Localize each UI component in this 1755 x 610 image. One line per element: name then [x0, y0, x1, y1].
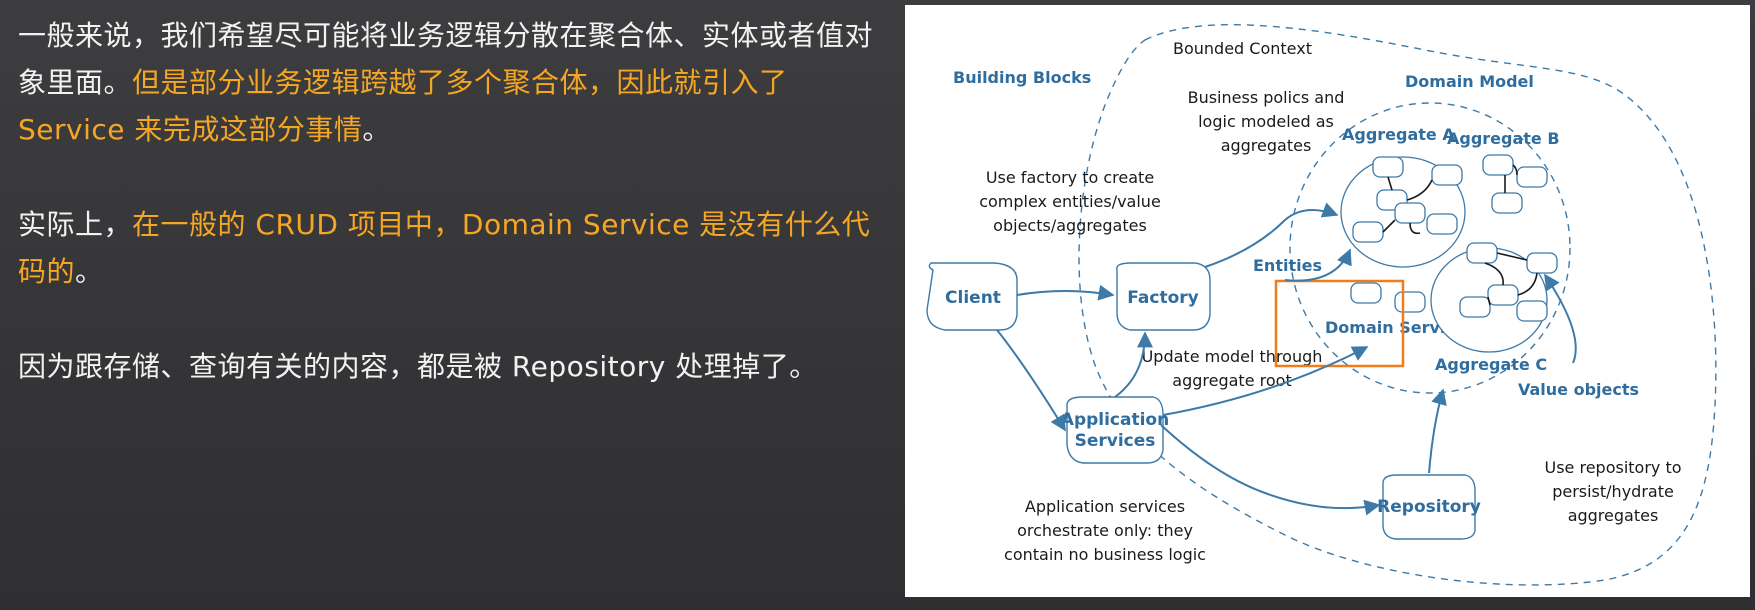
use-repository-line-3: aggregates [1568, 506, 1659, 525]
factory-node: Factory [1116, 262, 1211, 331]
business-policies-line-2: logic modeled as [1198, 112, 1334, 131]
edge-appservices-repository [1160, 424, 1381, 516]
app-services-note-line-3: contain no business logic [1004, 545, 1206, 564]
aggregate-b-cluster [1482, 154, 1548, 214]
bounded-context-label: Bounded Context [1173, 39, 1312, 58]
use-factory-line-3: objects/aggregates [993, 216, 1147, 235]
domain-service-box-2 [1394, 291, 1426, 313]
edge-entities-aggregate-a [1284, 248, 1352, 282]
edge-appservices-domain [1162, 346, 1369, 416]
value-objects-label: Value objects [1518, 380, 1639, 399]
diagram-canvas: Bounded Context Building Blocks Domain M… [926, 24, 1717, 586]
domain-services-highlight-box [1274, 279, 1405, 368]
paragraph-2-plain: 实际上， [18, 208, 133, 241]
paragraph-2-end: 。 [75, 255, 104, 288]
bounded-context-outline [1078, 24, 1717, 586]
repository-node: Repository [1377, 474, 1481, 540]
repository-label: Repository [1377, 497, 1481, 517]
aggregate-b-label: Aggregate B [1447, 129, 1560, 148]
ddd-diagram: Bounded Context Building Blocks Domain M… [905, 5, 1750, 597]
aggregate-c-label: Aggregate C [1435, 355, 1547, 374]
domain-service-box-1 [1350, 282, 1382, 304]
use-factory-line-1: Use factory to create [986, 168, 1154, 187]
edge-client-factory [1016, 284, 1115, 301]
use-repository-line-1: Use repository to [1544, 458, 1681, 477]
domain-model-label: Domain Model [1405, 72, 1534, 91]
business-policies-line-3: aggregates [1221, 136, 1312, 155]
paragraph-3: 因为跟存储、查询有关的内容，都是被 Repository 处理掉了。 [18, 350, 818, 383]
building-blocks-label: Building Blocks [953, 68, 1091, 87]
edge-appservices-factory [1114, 331, 1153, 398]
paragraph-2-highlight: 在一般的 CRUD 项目中，Domain Service 是没有什么代码的 [18, 208, 871, 288]
factory-label: Factory [1127, 288, 1198, 308]
paragraph-1: 一般来说，我们希望尽可能将业务逻辑分散在聚合体、实体或者值对象里面。但是部分业务… [18, 12, 878, 153]
update-model-line-1: Update model through [1142, 347, 1323, 366]
aggregate-a-label: Aggregate A [1342, 125, 1455, 144]
edge-valueobjects-aggregate-c [1544, 273, 1577, 364]
paragraph-1-end: 。 [362, 113, 391, 146]
edge-client-appservices [996, 329, 1066, 432]
paragraph-2: 实际上，在一般的 CRUD 项目中，Domain Service 是没有什么代码… [18, 201, 878, 295]
use-factory-line-2: complex entities/value [979, 192, 1161, 211]
application-services-node: Application Services [1061, 396, 1169, 464]
client-label: Client [945, 288, 1001, 308]
use-repository-line-2: persist/hydrate [1552, 482, 1674, 501]
update-model-line-2: aggregate root [1172, 371, 1291, 390]
business-policies-line-1: Business polics and [1188, 88, 1345, 107]
aggregate-a-cluster [1340, 156, 1466, 268]
app-services-note-line-1: Application services [1025, 497, 1185, 516]
entities-label: Entities [1253, 256, 1322, 275]
aggregate-c-cluster [1430, 242, 1558, 353]
paragraph-1-plain: 一般来说，我们希望尽可能将业务逻辑分散在聚合体、实体或者值对象里面。 [18, 19, 874, 99]
edge-factory-aggregate-a [1204, 202, 1339, 268]
application-services-label-2: Services [1075, 431, 1156, 451]
slide-text: 一般来说，我们希望尽可能将业务逻辑分散在聚合体、实体或者值对象里面。但是部分业务… [18, 12, 878, 438]
client-node: Client [926, 262, 1018, 331]
domain-model-outline [1289, 102, 1571, 394]
app-services-note-line-2: orchestrate only: they [1017, 521, 1193, 540]
paragraph-1-highlight: 但是部分业务逻辑跨越了多个聚合体，因此就引入了 Service 来完成这部分事情 [18, 66, 788, 146]
application-services-label-1: Application [1061, 410, 1169, 430]
edge-repository-aggregate-c [1428, 388, 1447, 474]
